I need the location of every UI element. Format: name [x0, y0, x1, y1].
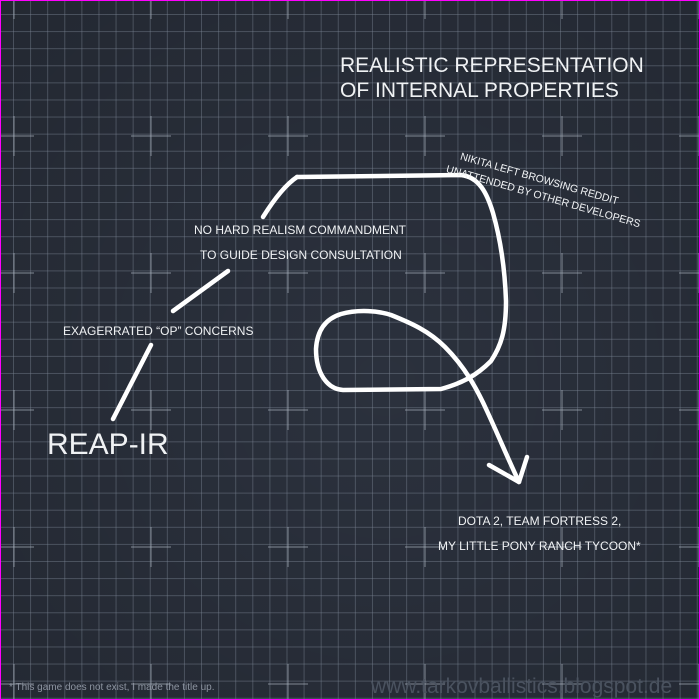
grid-crosshair	[679, 664, 699, 699]
grid-crosshair	[542, 1, 582, 19]
grid-crosshair	[1, 116, 34, 156]
grid-crosshair	[405, 116, 445, 156]
grid-crosshair	[268, 664, 308, 699]
label-op-concerns: EXAGERRATED “OP” CONCERNS	[63, 324, 254, 338]
grid-crosshair	[405, 527, 445, 567]
watermark[interactable]: www.tarkovballistics.blogspot.de	[371, 675, 673, 698]
grid-crosshair	[1, 527, 34, 567]
grid-crosshair	[131, 664, 171, 699]
grid-crosshair	[268, 1, 308, 19]
grid-crosshair	[405, 1, 445, 19]
label-outcome-line-2: MY LITTLE PONY RANCH TYCOON*	[438, 539, 641, 553]
title-line-2: OF INTERNAL PROPERTIES	[340, 79, 619, 102]
label-no-hard-realism-line-2: TO GUIDE DESIGN CONSULTATION	[200, 248, 402, 262]
footnote: * This game does not exist, I made the t…	[9, 682, 215, 693]
grid-crosshair	[131, 390, 171, 430]
grid-crosshair	[542, 116, 582, 156]
grid-crosshair	[679, 253, 699, 293]
grid-crosshair	[679, 390, 699, 430]
grid-crosshair	[131, 527, 171, 567]
label-outcome-line-1: DOTA 2, TEAM FORTRESS 2,	[458, 514, 622, 528]
grid-crosshair	[1, 664, 34, 699]
looping-path-arrow	[294, 172, 522, 485]
diagram-title: REALISTIC REPRESENTATION OF INTERNAL PRO…	[340, 53, 644, 103]
grid-crosshair	[268, 390, 308, 430]
grid-crosshair	[679, 1, 699, 19]
grid-crosshair	[1, 390, 34, 430]
grid-crosshair	[131, 116, 171, 156]
grid-crosshair	[405, 253, 445, 293]
title-line-1: REALISTIC REPRESENTATION	[340, 54, 644, 77]
label-reap-ir: REAP-IR	[47, 428, 169, 461]
grid-crosshair	[268, 253, 308, 293]
connector-reap-to-op	[110, 342, 154, 422]
label-no-hard-realism-line-1: NO HARD REALISM COMMANDMENT	[194, 223, 407, 237]
grid-crosshair	[131, 1, 171, 19]
connector-op-to-realism	[170, 268, 231, 314]
grid-crosshair	[542, 527, 582, 567]
grid-crosshair	[542, 390, 582, 430]
grid-crosshair	[405, 390, 445, 430]
grid-crosshair	[542, 664, 582, 699]
grid-crosshair	[1, 1, 34, 19]
arrowhead	[486, 454, 530, 485]
grid-crosshair	[268, 527, 308, 567]
grid-crosshair	[679, 116, 699, 156]
grid-crosshair	[405, 664, 445, 699]
grid-crosshair	[679, 527, 699, 567]
grid-crosshair	[542, 253, 582, 293]
connector-realism-to-loop	[260, 174, 300, 220]
grid-crosshair	[268, 116, 308, 156]
grid-crosshair	[1, 253, 34, 293]
grid-crosshair	[131, 253, 171, 293]
